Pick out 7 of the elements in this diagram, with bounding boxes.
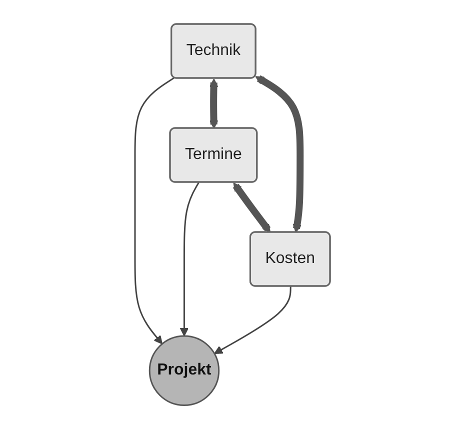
arrow bbox=[256, 76, 304, 234]
node-circle: Projekt bbox=[149, 336, 220, 406]
arrow bbox=[180, 182, 200, 337]
arrow bbox=[233, 182, 272, 234]
arrow bbox=[210, 78, 219, 130]
arrow bbox=[134, 78, 176, 345]
arrow bbox=[214, 286, 292, 354]
